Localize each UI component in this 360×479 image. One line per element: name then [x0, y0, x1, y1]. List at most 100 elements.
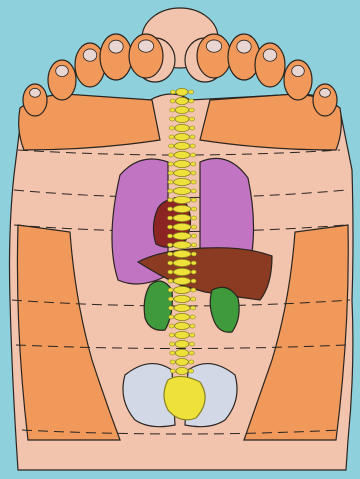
vertebra-process — [191, 261, 196, 265]
vertebra-process — [169, 324, 174, 328]
vertebra — [175, 349, 188, 356]
vertebra-process — [170, 369, 175, 373]
right-little-toe-nail — [320, 88, 331, 97]
vertebra — [174, 151, 190, 158]
vertebra — [173, 232, 191, 239]
vertebra-process — [169, 315, 174, 319]
vertebra — [174, 286, 191, 293]
vertebra-process — [170, 90, 175, 94]
vertebra-process — [189, 99, 194, 103]
vertebra-process — [191, 270, 196, 274]
vertebra — [175, 115, 189, 122]
left-little-toe — [23, 84, 47, 116]
left-big-toe — [129, 34, 163, 78]
vertebra-process — [191, 171, 196, 175]
vertebra — [173, 250, 191, 257]
vertebra — [174, 313, 189, 320]
vertebra-process — [168, 162, 173, 166]
vertebra — [176, 88, 188, 95]
vertebra — [174, 169, 191, 176]
left-kidney-zone — [144, 281, 172, 330]
vertebra-process — [188, 369, 193, 373]
vertebra — [173, 178, 190, 185]
vertebra-process — [191, 198, 196, 202]
vertebra — [174, 304, 190, 311]
vertebra — [173, 214, 191, 221]
vertebra-process — [189, 342, 194, 346]
vertebra — [175, 340, 189, 347]
vertebra-process — [167, 234, 172, 238]
vertebra-process — [189, 351, 194, 355]
vertebra-process — [190, 333, 195, 337]
vertebra-process — [191, 279, 196, 283]
vertebra-process — [191, 234, 196, 238]
vertebra-process — [190, 306, 195, 310]
vertebra — [176, 97, 189, 104]
right-big-toe-nail — [206, 40, 221, 52]
left-fourth-toe — [48, 60, 76, 100]
left-second-toe-nail — [109, 40, 123, 53]
vertebra-process — [190, 315, 195, 319]
vertebra-process — [169, 144, 174, 148]
vertebra — [174, 295, 190, 302]
vertebra-process — [189, 108, 194, 112]
vertebra-process — [191, 189, 196, 193]
vertebra-process — [170, 342, 175, 346]
vertebra — [175, 322, 190, 329]
vertebra-process — [191, 288, 196, 292]
vertebra-process — [189, 360, 194, 364]
vertebra — [175, 331, 189, 338]
vertebra-process — [191, 207, 196, 211]
vertebra-process — [190, 144, 195, 148]
vertebra — [176, 367, 188, 374]
vertebra-process — [167, 252, 172, 256]
left-little-toe-nail — [30, 88, 41, 97]
vertebra — [173, 205, 191, 212]
left-third-toe-nail — [83, 49, 97, 61]
vertebra — [173, 259, 191, 266]
vertebra-process — [167, 216, 172, 220]
vertebra-process — [168, 270, 173, 274]
vertebra-process — [170, 99, 175, 103]
vertebra-process — [190, 135, 195, 139]
vertebra-process — [188, 90, 193, 94]
vertebra-process — [190, 324, 195, 328]
vertebra-process — [168, 297, 173, 301]
vertebra-process — [168, 171, 173, 175]
vertebra-process — [191, 162, 196, 166]
vertebra-process — [169, 126, 174, 130]
vertebra-process — [191, 180, 196, 184]
vertebra — [175, 133, 190, 140]
vertebra — [173, 196, 191, 203]
left-second-toe — [100, 34, 132, 80]
vertebra-process — [170, 351, 175, 355]
vertebra-process — [170, 117, 175, 121]
vertebra-process — [191, 225, 196, 229]
right-second-toe — [228, 34, 260, 80]
right-fourth-toe — [284, 60, 312, 100]
vertebra-process — [168, 153, 173, 157]
right-second-toe-nail — [237, 40, 251, 53]
right-third-toe-nail — [263, 49, 277, 61]
vertebra — [173, 241, 191, 248]
vertebra-process — [168, 306, 173, 310]
vertebra — [176, 358, 189, 365]
right-third-toe — [255, 43, 285, 87]
left-big-toe-nail — [138, 40, 153, 52]
vertebra-process — [169, 135, 174, 139]
vertebra-process — [168, 189, 173, 193]
vertebra-process — [168, 279, 173, 283]
vertebra-process — [167, 207, 172, 211]
vertebra-process — [168, 198, 173, 202]
vertebra-process — [191, 216, 196, 220]
vertebra — [173, 268, 190, 275]
vertebra-process — [170, 108, 175, 112]
vertebra-process — [169, 333, 174, 337]
vertebra-process — [191, 243, 196, 247]
vertebra — [175, 106, 188, 113]
vertebra-process — [190, 126, 195, 130]
vertebra — [173, 187, 190, 194]
vertebra-process — [190, 153, 195, 157]
vertebra — [174, 142, 189, 149]
